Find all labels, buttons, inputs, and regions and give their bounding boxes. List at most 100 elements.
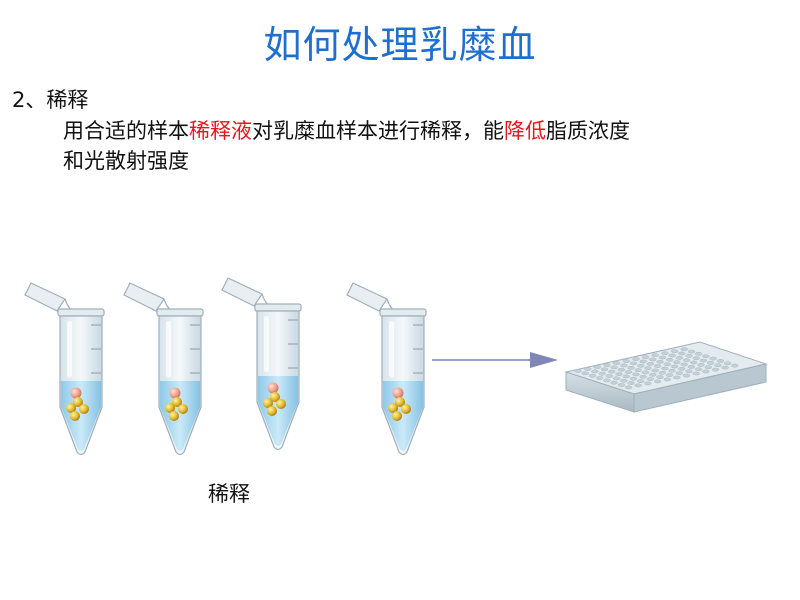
section-heading: 2、稀释 bbox=[12, 84, 88, 114]
tube-icon bbox=[346, 282, 427, 456]
plate-well bbox=[646, 377, 654, 381]
page-title: 如何处理乳糜血 bbox=[263, 23, 537, 67]
plate-well bbox=[651, 353, 659, 358]
plate-well bbox=[670, 364, 679, 369]
plate-well bbox=[649, 357, 657, 362]
plate-well bbox=[624, 370, 633, 374]
plate-well bbox=[596, 376, 604, 380]
plate-well bbox=[711, 367, 720, 372]
plate-well bbox=[644, 366, 652, 370]
plate-well bbox=[707, 361, 715, 365]
plate-well bbox=[639, 359, 647, 364]
dilution-caption: 稀释 bbox=[208, 482, 250, 506]
plate-well bbox=[694, 367, 703, 372]
plate-well bbox=[593, 365, 601, 369]
plate-well bbox=[641, 370, 650, 375]
plate-well bbox=[685, 354, 693, 358]
plate-well bbox=[702, 354, 710, 359]
plate-well bbox=[658, 370, 667, 375]
plate-well bbox=[692, 356, 700, 361]
plate-well bbox=[620, 363, 628, 368]
plate-well bbox=[629, 361, 638, 366]
plate-well bbox=[624, 385, 633, 390]
plate-well bbox=[682, 373, 691, 378]
plate-well bbox=[634, 383, 642, 388]
plate-well bbox=[675, 356, 684, 360]
plate-well bbox=[617, 383, 626, 387]
plate-well bbox=[610, 365, 618, 370]
plate-well bbox=[687, 349, 696, 354]
plate-well bbox=[723, 361, 732, 366]
plate-well bbox=[612, 361, 621, 365]
para-text-4: 和光散射强度 bbox=[63, 149, 189, 173]
plate-well bbox=[716, 359, 725, 363]
plate-well bbox=[651, 368, 659, 373]
plate-well bbox=[702, 369, 710, 374]
plate-well bbox=[603, 378, 611, 383]
plate-well bbox=[637, 379, 645, 383]
plate-well bbox=[673, 375, 681, 380]
plate-well bbox=[627, 365, 635, 370]
para-text-3: 脂质浓度 bbox=[546, 119, 630, 143]
plate-well bbox=[682, 358, 691, 363]
plate-well bbox=[670, 349, 679, 354]
plate-well bbox=[673, 360, 681, 365]
plate-well bbox=[641, 355, 650, 359]
section-number: 2、 bbox=[12, 88, 47, 112]
plate-well bbox=[603, 363, 611, 367]
plate-well bbox=[588, 373, 597, 378]
plate-well bbox=[721, 365, 729, 370]
plate-well bbox=[709, 356, 717, 361]
plate-well bbox=[704, 365, 712, 370]
plate-well bbox=[622, 374, 630, 379]
plate-well bbox=[690, 360, 698, 365]
plate-well bbox=[644, 381, 652, 386]
plate-well bbox=[666, 357, 674, 362]
plate-well bbox=[668, 353, 676, 358]
plate-well bbox=[658, 355, 667, 360]
highlight-reduce: 降低 bbox=[504, 119, 546, 143]
tube-icon bbox=[24, 282, 105, 456]
plate-well bbox=[612, 376, 621, 381]
plate-well bbox=[632, 372, 640, 377]
section-heading-text: 稀释 bbox=[46, 88, 89, 112]
plate-well bbox=[714, 363, 722, 368]
plate-well bbox=[584, 367, 592, 371]
plate-well bbox=[653, 364, 662, 368]
plate-well bbox=[608, 369, 616, 374]
plate-well bbox=[661, 351, 669, 356]
plate-well bbox=[668, 368, 676, 373]
plate-well bbox=[581, 371, 589, 376]
plate-well bbox=[665, 373, 674, 377]
arrow-right-icon bbox=[432, 352, 558, 368]
plate-well bbox=[639, 374, 647, 379]
plate-well bbox=[646, 361, 655, 366]
plate-well bbox=[617, 367, 626, 372]
description-paragraph: 用合适的样本稀释液对乳糜血样本进行稀释，能降低脂质浓度 和光散射强度 bbox=[63, 116, 763, 176]
plate-well bbox=[695, 352, 703, 356]
plate-well bbox=[663, 377, 671, 382]
plate-well bbox=[574, 369, 582, 373]
highlight-diluent: 稀释液 bbox=[189, 119, 252, 143]
plate-well bbox=[663, 362, 671, 367]
plate-well bbox=[629, 376, 638, 381]
plate-well bbox=[649, 372, 657, 377]
para-text-1: 用合适的样本 bbox=[63, 119, 189, 143]
plate-well bbox=[656, 359, 664, 364]
plate-well bbox=[632, 357, 640, 361]
para-text-2: 对乳糜血样本进行稀释，能 bbox=[252, 119, 504, 143]
plate-well bbox=[634, 368, 642, 372]
plate-well bbox=[610, 380, 618, 385]
plate-well bbox=[678, 366, 686, 371]
well-plate-icon bbox=[564, 341, 768, 413]
plate-well bbox=[731, 363, 739, 368]
plate-well bbox=[697, 363, 705, 367]
tube-icon bbox=[123, 282, 204, 456]
plate-well bbox=[627, 381, 635, 385]
tube-icon bbox=[221, 277, 302, 451]
plate-well bbox=[680, 347, 688, 352]
plate-well bbox=[615, 372, 623, 376]
plate-well bbox=[622, 359, 630, 363]
plate-well bbox=[605, 374, 613, 378]
plate-well bbox=[685, 369, 693, 374]
